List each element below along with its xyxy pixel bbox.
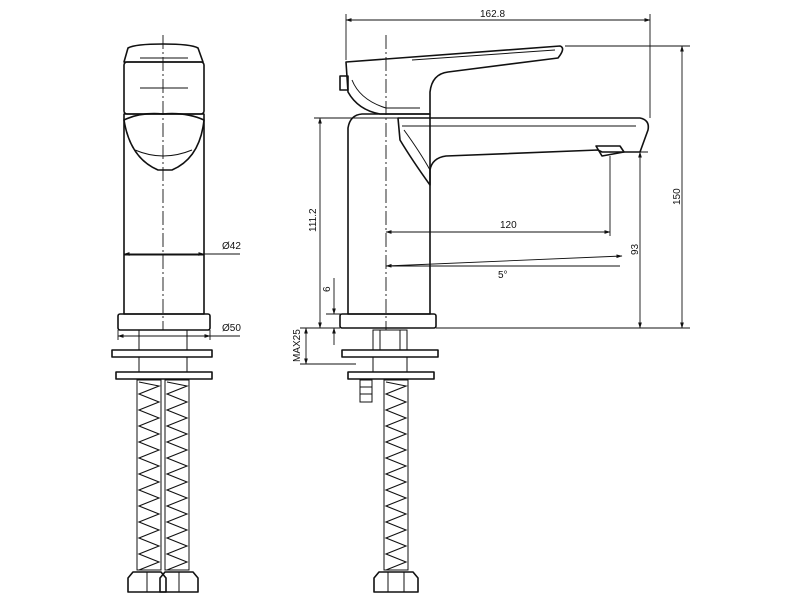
overall-length-label: 162.8 xyxy=(480,9,505,20)
side-handle-lever xyxy=(345,45,564,115)
side-nut-plate xyxy=(347,371,435,380)
spout-height-label: 111.2 xyxy=(308,208,319,232)
front-washer xyxy=(111,349,213,358)
diameter-42-label: Ø42 xyxy=(222,241,241,252)
side-spout xyxy=(397,117,650,186)
side-base xyxy=(339,313,437,329)
front-base xyxy=(117,313,211,331)
front-view: Ø42 Ø50 xyxy=(111,35,241,593)
overall-height-label: 150 xyxy=(672,188,683,205)
side-small-inlet xyxy=(359,379,373,403)
diameter-50-label: Ø50 xyxy=(222,323,241,334)
side-washer xyxy=(341,349,439,358)
front-left-hose-nut xyxy=(127,571,167,593)
max-deck-label: MAX25 xyxy=(292,329,303,362)
base-gap-label: 6 xyxy=(322,286,333,292)
side-hose-nut xyxy=(373,571,419,593)
side-view: 162.8 150 93 111.2 120 5° 6 MAX25 xyxy=(292,9,690,593)
front-nut-plate xyxy=(115,371,213,380)
spout-angle-label: 5° xyxy=(498,270,508,281)
side-body xyxy=(347,113,431,315)
front-handle xyxy=(123,43,204,63)
front-spout xyxy=(123,112,205,171)
outlet-height-label: 93 xyxy=(630,243,641,255)
side-lever-knob xyxy=(339,75,349,91)
spout-angle-dim-line xyxy=(385,254,623,268)
front-body xyxy=(123,113,205,315)
spout-reach-label: 120 xyxy=(500,220,517,231)
front-right-hose-nut xyxy=(159,571,199,593)
